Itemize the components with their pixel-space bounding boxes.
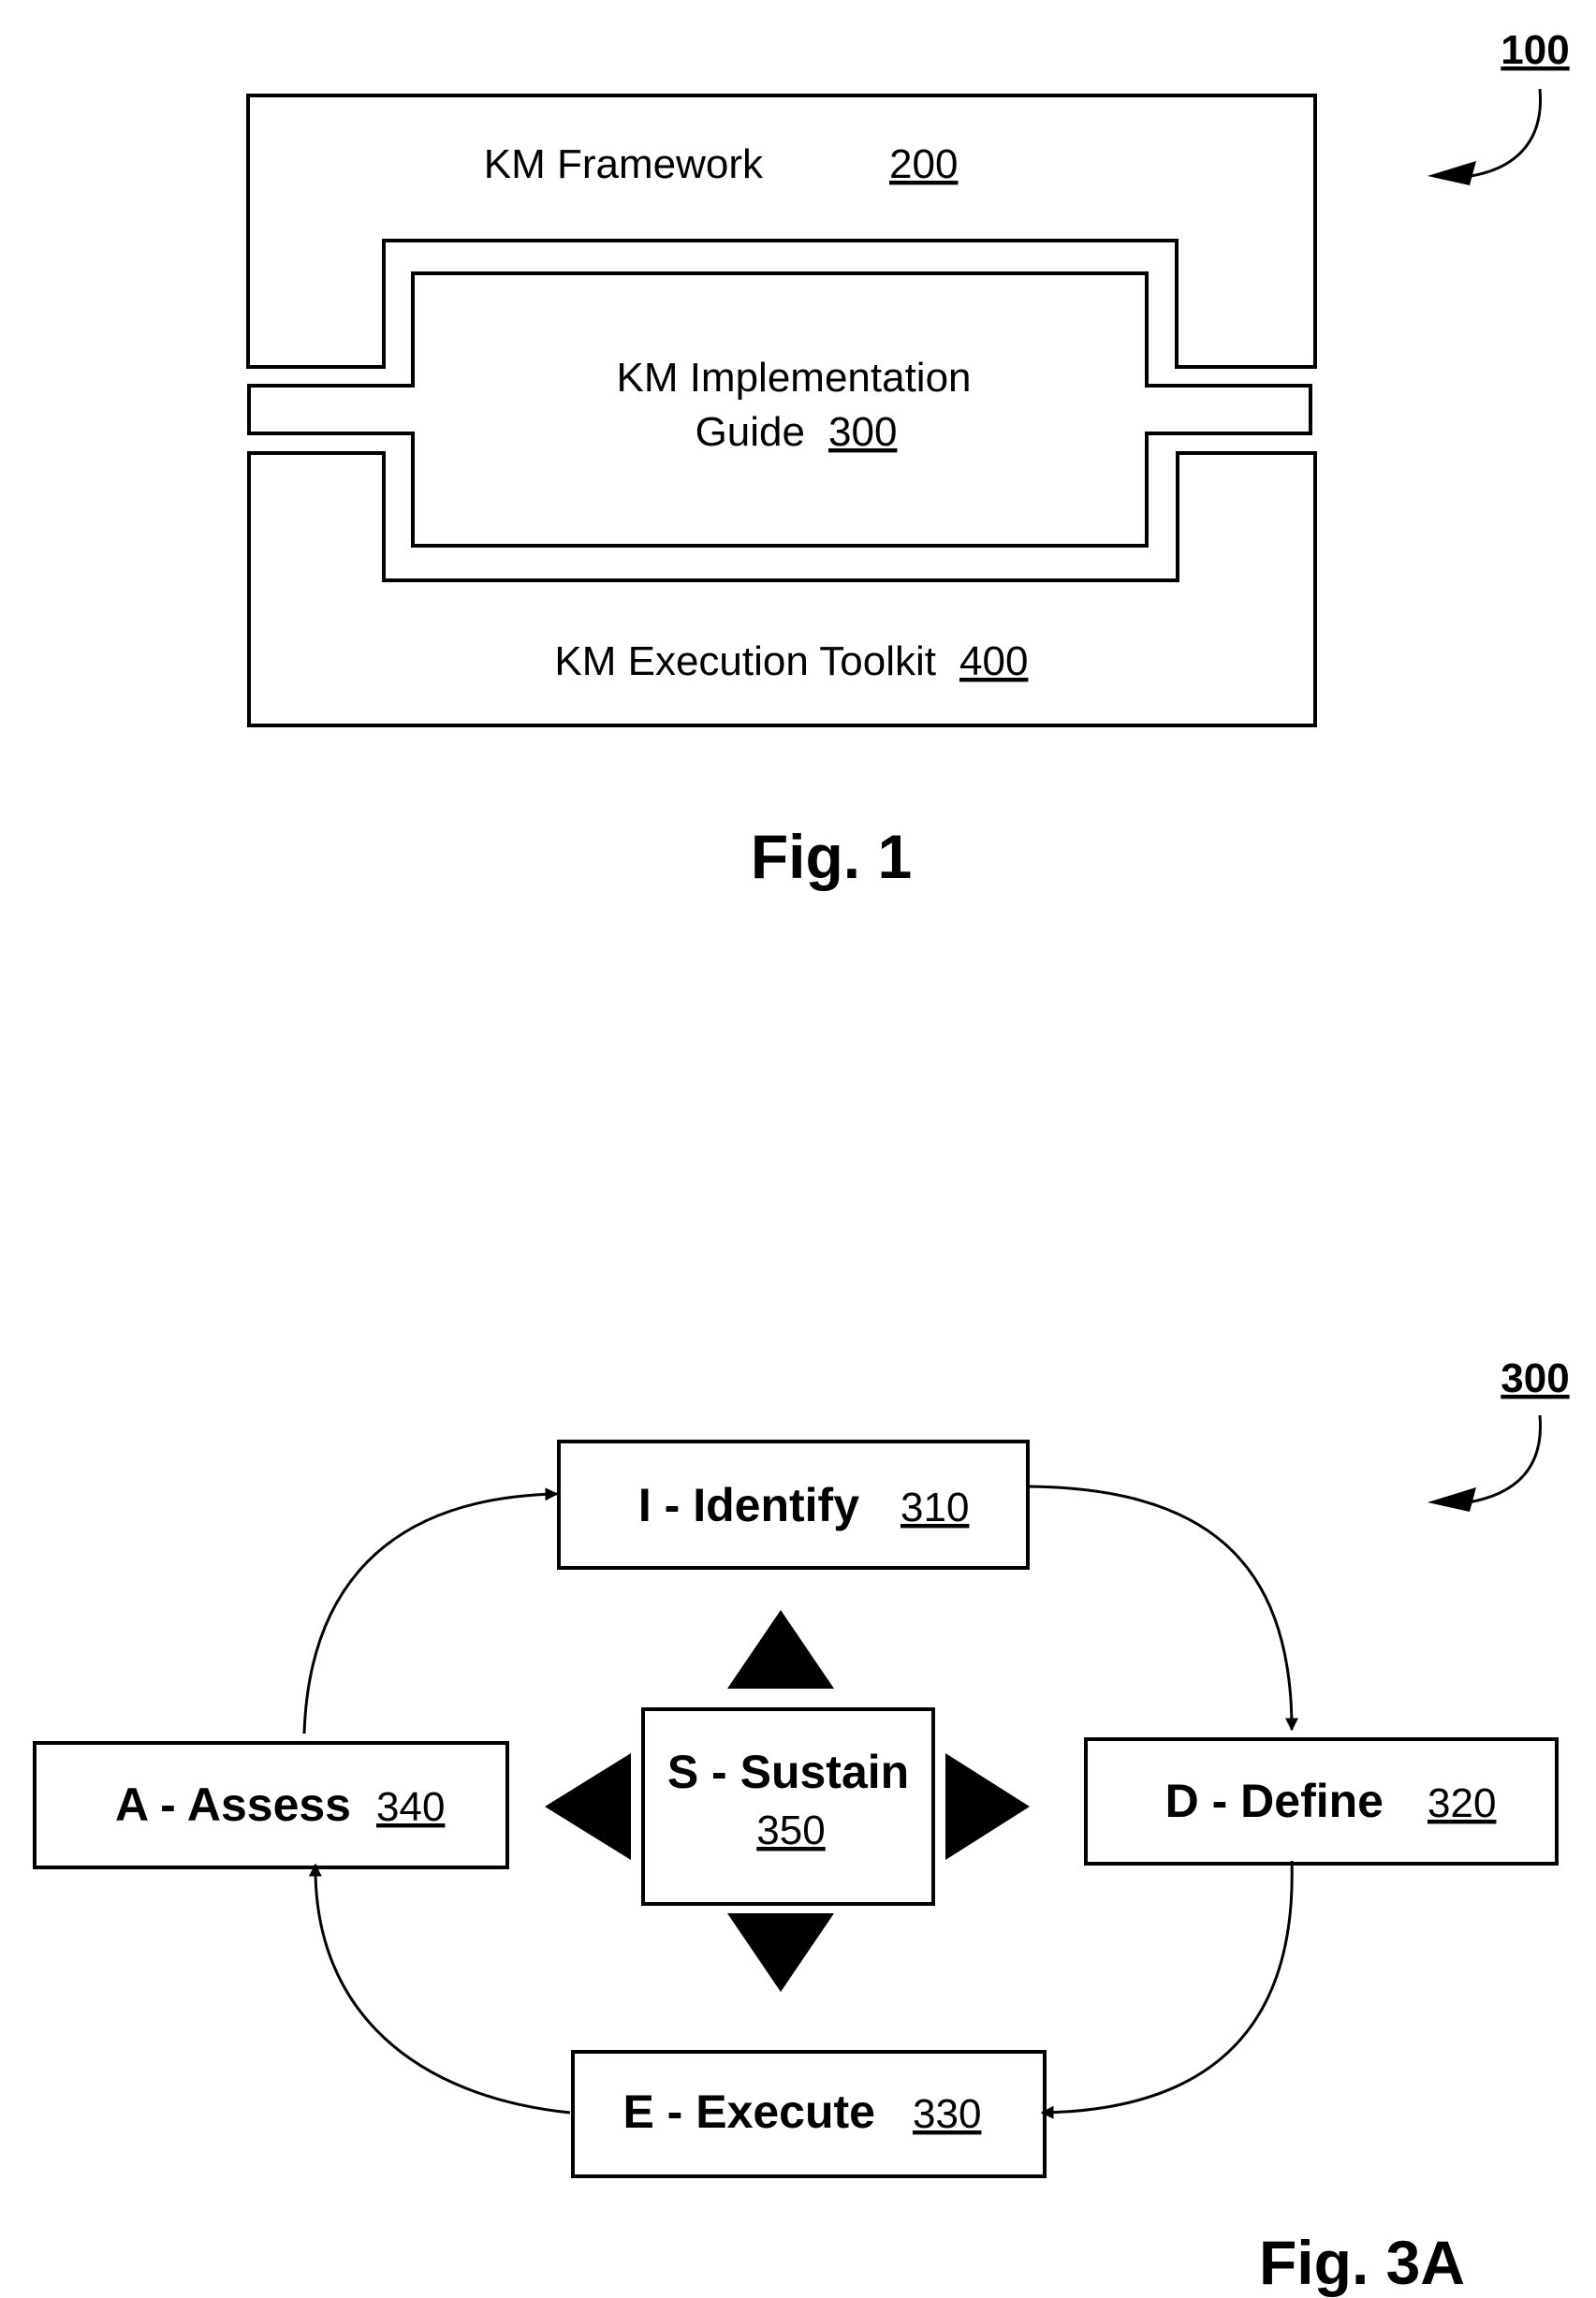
sustain-box [643, 1709, 933, 1904]
execute-step: E - Execute 330 [573, 2052, 1045, 2176]
arrow-identify-to-define [1028, 1486, 1292, 1730]
arrow-execute-to-assess [315, 1865, 570, 2113]
define-ref: 320 [1428, 1780, 1496, 1826]
fig1-diagram: 100 KM Framework 200 KM Implementation G… [248, 27, 1570, 891]
arrow-assess-to-identify [304, 1494, 557, 1734]
arrow-define-to-execute [1042, 1861, 1292, 2113]
assess-label: A - Assess [115, 1778, 351, 1831]
fig1-ref-number: 100 [1501, 27, 1569, 73]
triangle-right-icon [945, 1753, 1030, 1860]
km-toolkit-ref: 400 [959, 638, 1028, 684]
fig1-leader-arrowhead [1428, 161, 1476, 185]
fig3a-caption: Fig. 3A [1259, 2228, 1465, 2297]
triangle-up-icon [727, 1610, 834, 1689]
execute-ref: 330 [913, 2091, 981, 2137]
km-guide-label-line1: KM Implementation [616, 355, 971, 401]
km-execution-toolkit-box [249, 453, 1315, 725]
sustain-ref: 350 [756, 1808, 825, 1853]
fig3a-ref-number: 300 [1501, 1355, 1569, 1401]
define-label: D - Define [1165, 1775, 1384, 1827]
assess-step: A - Assess 340 [35, 1743, 507, 1867]
km-guide-label-line2: Guide [696, 409, 805, 455]
identify-ref: 310 [900, 1485, 969, 1530]
triangle-left-icon [545, 1753, 631, 1860]
sustain-label: S - Sustain [667, 1746, 909, 1798]
km-guide-ref: 300 [828, 409, 897, 455]
triangle-down-icon [727, 1913, 834, 1992]
fig3a-leader-arrowhead [1428, 1487, 1476, 1512]
fig1-caption: Fig. 1 [751, 822, 912, 891]
define-step: D - Define 320 [1086, 1739, 1557, 1864]
fig3a-diagram: 300 I - Identify 310 D - Define 320 E - … [35, 1355, 1570, 2297]
km-toolkit-label: KM Execution Toolkit [554, 638, 936, 684]
identify-step: I - Identify 310 [559, 1442, 1028, 1568]
km-framework-label: KM Framework [484, 141, 764, 187]
sustain-step: S - Sustain 350 [643, 1709, 933, 1904]
execute-label: E - Execute [622, 2086, 875, 2138]
identify-label: I - Identify [638, 1479, 859, 1531]
km-framework-box [248, 95, 1315, 367]
assess-ref: 340 [376, 1784, 445, 1830]
km-framework-ref: 200 [889, 141, 958, 187]
